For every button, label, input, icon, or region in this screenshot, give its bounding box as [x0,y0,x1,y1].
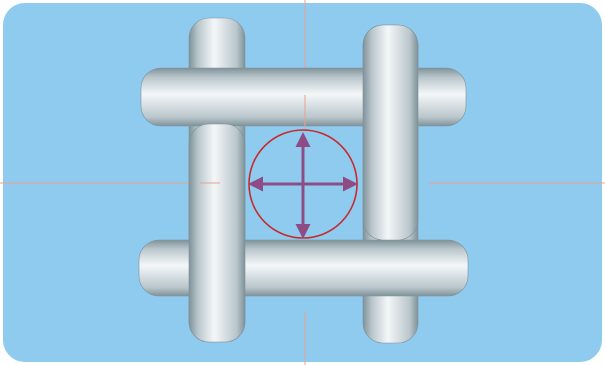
bottom-horizontal-strand [139,240,468,296]
right-vertical-strand-over-top [363,25,418,240]
left-vertical-strand-over-bottom [189,124,245,342]
opening-marker [249,130,357,238]
